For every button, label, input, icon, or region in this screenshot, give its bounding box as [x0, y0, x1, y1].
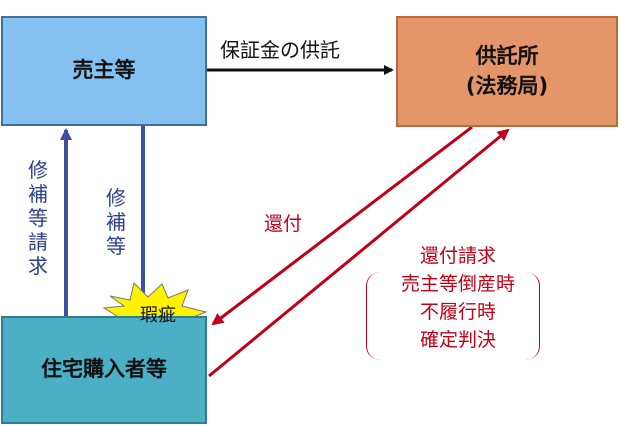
deposit-office-node: 供託所 (法務局): [396, 16, 618, 127]
seller-node: 売主等: [1, 16, 207, 126]
condition-item: 確定判決: [419, 329, 496, 351]
buyer-node: 住宅購入者等: [1, 316, 207, 424]
seller-label: 売主等: [72, 58, 136, 83]
refund-label: 還付: [264, 213, 303, 235]
refund-request-title: 還付請求: [419, 245, 496, 267]
defect-label: 瑕疵: [140, 305, 176, 326]
guarantee-label: 保証金の供託: [220, 38, 340, 62]
repair-request-label: 修補等請求: [28, 158, 48, 278]
refund-request-block: 還付請求 売主等倒産時 不履行時 確定判決: [368, 242, 548, 354]
refund-arrow: [211, 125, 473, 326]
deposit-office-label: 供託所: [475, 44, 539, 69]
buyer-label: 住宅購入者等: [41, 357, 167, 382]
deposit-office-sublabel: (法務局): [465, 73, 549, 98]
repair-label: 修補等: [106, 186, 126, 258]
condition-item: 不履行時: [419, 301, 496, 323]
condition-item: 売主等倒産時: [400, 273, 515, 295]
refund-request-arrow: [208, 128, 510, 378]
conditions-bracket: [366, 272, 540, 360]
